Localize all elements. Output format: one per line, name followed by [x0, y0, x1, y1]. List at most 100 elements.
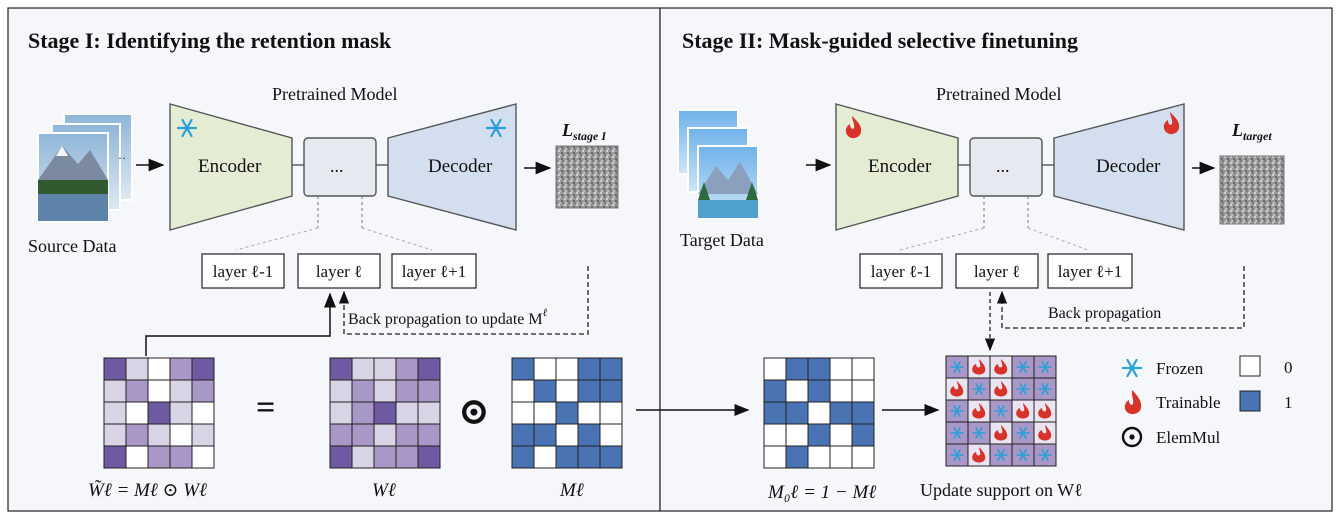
weighted-matrix-cell — [125, 357, 149, 381]
mask-matrix-cell — [533, 357, 557, 381]
mask-matrix-cell — [577, 445, 601, 469]
elemmul-symbol: ⊙ — [458, 391, 490, 433]
weighted-matrix-cell — [169, 401, 193, 425]
m0-matrix-cell — [807, 423, 831, 447]
stage2-layer-prev-label: layer ℓ-1 — [871, 262, 932, 281]
trainable-icon — [845, 116, 862, 139]
m0-matrix-cell — [785, 357, 809, 381]
mask-matrix-cell — [577, 357, 601, 381]
support-matrix-cell — [967, 355, 991, 379]
stage1-title: Stage I: Identifying the retention mask — [28, 28, 392, 53]
weighted-matrix-cell — [125, 401, 149, 425]
trainable-icon — [972, 403, 986, 419]
support-matrix-cell — [967, 443, 991, 467]
stage1-loss-label: Lstage I — [561, 120, 607, 143]
w-matrix-cell — [351, 379, 375, 403]
stage1-middle-block — [303, 137, 377, 197]
w-matrix-label: Wℓ — [372, 480, 396, 501]
legend-trainable-icon — [1124, 390, 1142, 415]
frozen-icon — [485, 118, 507, 138]
source-data-images — [37, 113, 133, 222]
trainable-icon — [994, 381, 1008, 397]
weighted-matrix-cell — [103, 379, 127, 403]
stage2-layer-current-label: layer ℓ — [974, 262, 1020, 281]
mask-matrix-cell — [555, 445, 579, 469]
frozen-icon — [994, 448, 1008, 462]
frozen-icon — [1016, 382, 1030, 396]
weighted-matrix-cell — [103, 357, 127, 381]
m0-matrix-cell — [763, 445, 787, 469]
weighted-matrix-cell — [191, 423, 215, 447]
legend-one-label: 1 — [1284, 393, 1293, 412]
mask-matrix-cell — [599, 401, 623, 425]
trainable-icon — [950, 381, 964, 397]
legend-zero-swatch — [1239, 355, 1261, 377]
stage2-decoder — [1053, 103, 1185, 231]
weighted-matrix-cell — [147, 357, 171, 381]
trainable-icon — [1038, 425, 1052, 441]
weighted-matrix-cell — [125, 423, 149, 447]
legend-one-swatch — [1239, 390, 1261, 412]
stage1-middle-label: ... — [330, 156, 344, 176]
m0-matrix-cell — [851, 357, 875, 381]
formula-label: W̃ℓ = Mℓ ⊙ Wℓ — [88, 480, 207, 501]
support-matrix-cell — [989, 421, 1013, 445]
weighted-matrix-cell — [191, 379, 215, 403]
legend: Frozen Trainable ElemMul 0 1 — [1121, 355, 1293, 448]
weighted-matrix-cell — [125, 379, 149, 403]
m0-matrix-cell — [785, 379, 809, 403]
m0-matrix-cell — [807, 401, 831, 425]
legend-zero-label: 0 — [1284, 358, 1293, 377]
support-matrix-cell — [1033, 421, 1057, 445]
frozen-icon — [972, 382, 986, 396]
legend-frozen-label: Frozen — [1156, 359, 1204, 378]
m0-matrix-cell — [829, 423, 853, 447]
w-matrix-cell — [351, 445, 375, 469]
mask-matrix-cell — [533, 401, 557, 425]
stage2-middle-block — [969, 137, 1043, 197]
weighted-matrix-cell — [169, 357, 193, 381]
w-matrix-cell — [373, 357, 397, 381]
m0-matrix-cell — [829, 379, 853, 403]
stage2-title: Stage II: Mask-guided selective finetuni… — [682, 28, 1078, 53]
mask-matrix-cell — [533, 445, 557, 469]
weighted-matrix-cell — [147, 423, 171, 447]
trainable-icon — [1038, 403, 1052, 419]
m0-matrix-cell — [785, 401, 809, 425]
w-matrix-cell — [373, 445, 397, 469]
legend-frozen-icon — [1121, 358, 1143, 378]
w-matrix-cell — [351, 401, 375, 425]
support-matrix-cell — [945, 377, 969, 401]
weighted-matrix-cell — [103, 423, 127, 447]
m0-matrix-cell — [851, 423, 875, 447]
stage1-encoder-label: Encoder — [198, 156, 262, 177]
stage2-pretrained-label: Pretrained Model — [936, 84, 1061, 104]
w-matrix-cell — [395, 401, 419, 425]
mask-matrix-cell — [533, 423, 557, 447]
frozen-icon — [972, 426, 986, 440]
frozen-icon — [1038, 360, 1052, 374]
weighted-matrix-cell — [169, 445, 193, 469]
m0-matrix-cell — [851, 401, 875, 425]
stage1-backprop-arrow — [338, 266, 589, 335]
stage1-backprop-label: Back propagation to update Mℓ — [348, 307, 548, 328]
m0-matrix — [763, 357, 875, 469]
stage1-layer-prev-label: layer ℓ-1 — [213, 262, 274, 281]
frozen-icon — [1016, 448, 1030, 462]
frozen-icon — [176, 118, 198, 138]
mask-matrix-cell — [511, 357, 535, 381]
weighted-matrix-cell — [169, 379, 193, 403]
stage2-layer-next-label: layer ℓ+1 — [1058, 262, 1122, 281]
m0-matrix-cell — [785, 423, 809, 447]
m0-matrix-cell — [851, 379, 875, 403]
frozen-icon — [994, 404, 1008, 418]
w-matrix-cell — [329, 379, 353, 403]
stage1-decoder — [387, 103, 517, 231]
stage2-backprop-arrow — [996, 266, 1245, 329]
w-matrix-cell — [329, 423, 353, 447]
w-matrix-cell — [373, 423, 397, 447]
m0-matrix-cell — [829, 401, 853, 425]
matrix-to-layer-arrow — [145, 292, 336, 356]
legend-trainable-label: Trainable — [1156, 393, 1221, 412]
m0-label: M₀ℓ = 1 − Mℓ — [767, 482, 876, 503]
